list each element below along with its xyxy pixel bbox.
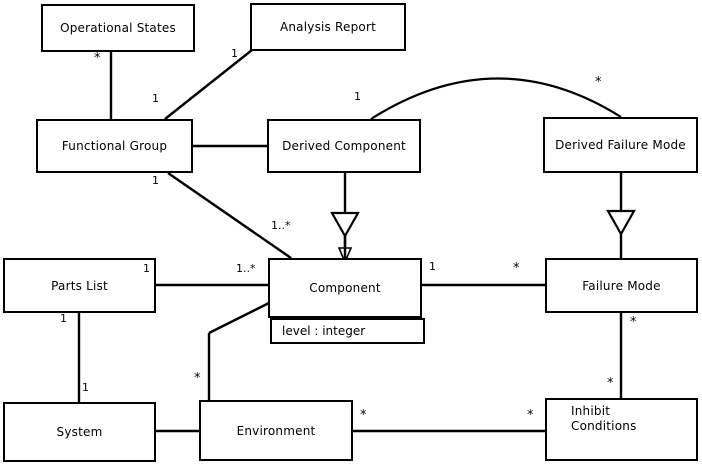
assoc-derivedcomponent-derivedfailuremode [370, 77, 622, 120]
multiplicity-functional-group-bottom: 1 [152, 174, 159, 187]
multiplicity-component-right: 1 [429, 260, 436, 273]
class-name-analysis-report: Analysis Report [279, 20, 377, 34]
multiplicity-inhibit-conditions-top: * [607, 376, 614, 391]
class-box-environment[interactable]: Environment [199, 400, 353, 461]
multiplicity-functional-group-top: 1 [152, 92, 159, 105]
class-name-parts-list: Parts List [51, 278, 108, 293]
multiplicity-component-left: 1..* [236, 262, 256, 275]
class-box-derived-component[interactable]: Derived Component [267, 119, 421, 173]
multiplicity-analysis-report: 1 [231, 47, 238, 60]
generalization-arrowhead-failuremode [606, 209, 636, 237]
multiplicity-environment-top: * [194, 371, 201, 386]
generalization-arrowhead-component [330, 211, 360, 239]
multiplicity-environment-right: * [360, 408, 367, 423]
class-box-functional-group[interactable]: Functional Group [36, 119, 193, 173]
multiplicity-failure-mode-bottom: * [630, 315, 637, 330]
class-name-system: System [56, 425, 103, 439]
class-box-analysis-report[interactable]: Analysis Report [250, 3, 406, 51]
class-box-operational-states[interactable]: Operational States [41, 4, 195, 52]
class-attribute-component-level: level : integer [270, 318, 425, 344]
multiplicity-operational-states: * [94, 51, 101, 66]
assoc-analysisreport-functionalgroup [164, 49, 253, 120]
multiplicity-failure-mode-left: * [513, 261, 520, 276]
multiplicity-parts-list-bottom: 1 [60, 312, 67, 325]
class-name-functional-group: Functional Group [61, 139, 168, 153]
class-box-failure-mode[interactable]: Failure Mode [545, 258, 698, 313]
class-box-system[interactable]: System [3, 402, 156, 462]
multiplicity-system-top: 1 [82, 381, 89, 394]
multiplicity-component-topleft: 1..* [271, 219, 291, 232]
class-name-component: Component [309, 281, 381, 295]
class-name-failure-mode: Failure Mode [582, 278, 661, 293]
class-box-derived-failure-mode[interactable]: Derived Failure Mode [543, 117, 698, 173]
multiplicity-inhibit-conditions-left: * [527, 408, 534, 423]
multiplicity-parts-list-right: 1 [143, 262, 150, 275]
class-name-derived-component: Derived Component [282, 139, 406, 153]
multiplicity-derived-component-left: 1 [354, 90, 361, 103]
class-name-environment: Environment [236, 423, 316, 438]
assoc-environment-component-diagonal [208, 301, 270, 335]
class-box-parts-list[interactable]: Parts List [3, 258, 156, 313]
class-name-derived-failure-mode: Derived Failure Mode [555, 138, 686, 152]
attribute-text-level: level : integer [282, 324, 366, 338]
class-name-operational-states: Operational States [60, 21, 176, 35]
class-box-component[interactable]: Component [268, 258, 422, 318]
multiplicity-derived-failure-mode-curve: * [595, 75, 602, 90]
assoc-functionalgroup-component [167, 172, 292, 259]
